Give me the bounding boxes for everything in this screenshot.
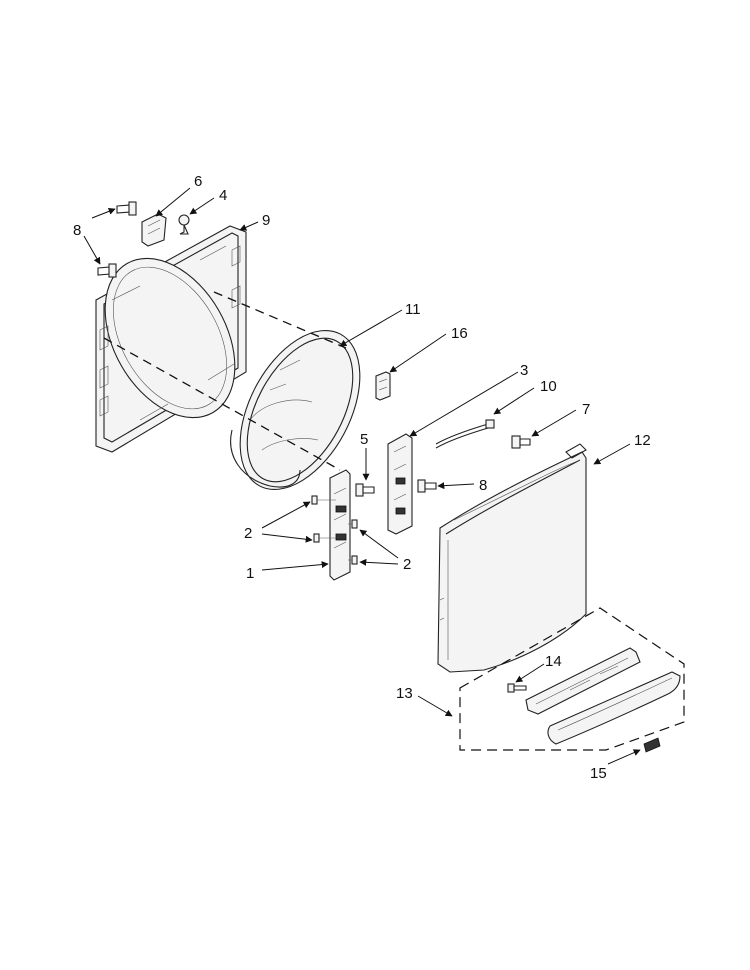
callout-16: 16	[451, 325, 468, 342]
leader-11	[339, 309, 403, 347]
screw-8-right[interactable]	[417, 479, 437, 493]
callout-9: 9	[262, 212, 270, 229]
screw-5[interactable]	[355, 483, 375, 497]
leader-8c	[437, 482, 475, 490]
screw-2-c[interactable]	[351, 519, 358, 529]
door-glass-bowl[interactable]	[215, 311, 384, 510]
leader-14	[515, 663, 545, 683]
leader-7	[531, 409, 577, 437]
leader-2a-1	[261, 501, 311, 529]
leader-10	[493, 387, 535, 415]
callout-8-right: 8	[479, 477, 487, 494]
leader-15	[607, 749, 641, 765]
callout-11: 11	[405, 301, 421, 318]
bracket-6[interactable]	[141, 213, 167, 247]
callout-5: 5	[360, 431, 368, 448]
callout-2-right: 2	[403, 556, 411, 573]
screw-14[interactable]	[507, 683, 527, 693]
screw-7[interactable]	[511, 435, 531, 449]
handle-grip[interactable]	[547, 671, 681, 745]
leader-4	[189, 197, 215, 215]
callout-3: 3	[520, 362, 528, 379]
callout-7: 7	[582, 401, 590, 418]
leader-8b	[83, 235, 101, 265]
callout-8-top: 8	[73, 222, 81, 239]
front-frame-panel[interactable]	[79, 225, 262, 453]
leader-16	[389, 333, 447, 373]
callout-1: 1	[246, 565, 254, 582]
leader-9	[239, 221, 259, 231]
callout-13: 13	[396, 685, 413, 702]
callout-10: 10	[540, 378, 557, 395]
callout-12: 12	[634, 432, 651, 449]
clip-4[interactable]	[178, 214, 190, 235]
screw-8-top[interactable]	[116, 201, 137, 216]
latch-16[interactable]	[375, 371, 391, 401]
leader-6	[155, 187, 191, 217]
callout-4: 4	[219, 187, 227, 204]
screw-8-left[interactable]	[97, 263, 117, 278]
leader-12	[593, 443, 631, 465]
wire-harness-10[interactable]	[435, 419, 495, 449]
leader-8a	[91, 208, 116, 219]
callout-15: 15	[590, 765, 607, 782]
callout-14: 14	[545, 653, 562, 670]
leader-2b-1	[359, 529, 399, 559]
leader-2a-2	[261, 533, 313, 543]
screw-2-a[interactable]	[311, 495, 318, 505]
outer-door-panel-12[interactable]	[437, 443, 587, 673]
hinge-1[interactable]	[329, 469, 351, 581]
hinge-bracket-3[interactable]	[387, 433, 413, 535]
screw-2-d[interactable]	[351, 555, 358, 565]
handle-assembly-outline	[459, 607, 685, 751]
callout-6: 6	[194, 173, 202, 190]
leader-13	[417, 695, 453, 717]
leader-1	[261, 561, 329, 571]
handle-bracket[interactable]	[525, 647, 641, 715]
leader-3	[409, 371, 519, 437]
leader-2b-2	[359, 558, 399, 566]
badge-15[interactable]	[643, 737, 661, 753]
callout-2-left: 2	[244, 525, 252, 542]
